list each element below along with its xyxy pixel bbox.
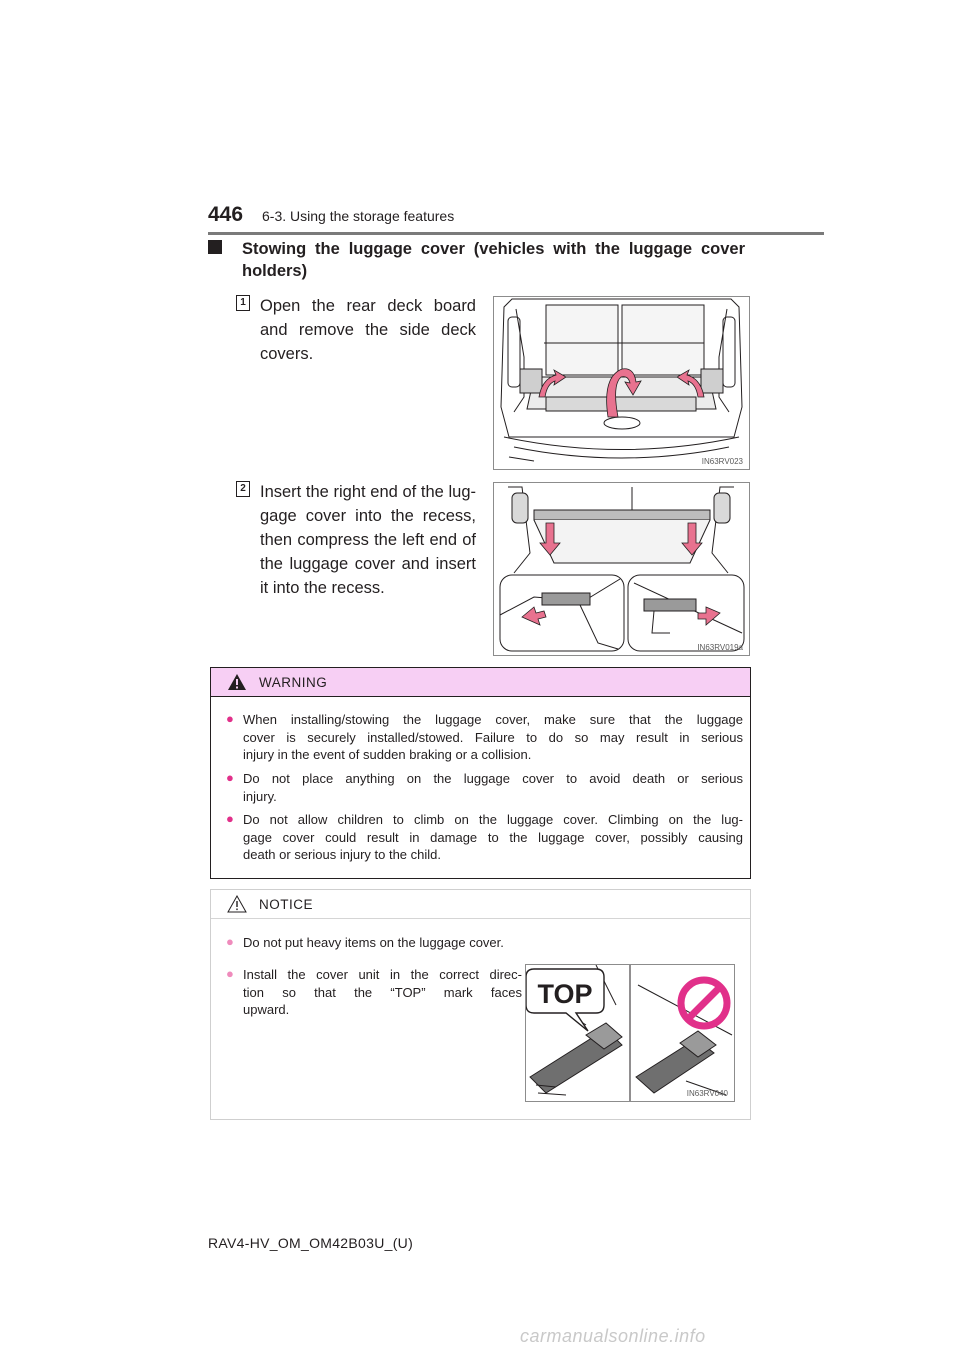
subsection-heading-line2: holders) xyxy=(242,262,308,280)
warning-item-3: Do not allow children to climb on the lu… xyxy=(243,811,743,864)
step-2-line: Insert the right end of the lug- xyxy=(260,483,476,501)
notice-header: NOTICE xyxy=(211,890,750,919)
warning-item-1: When installing/stowing the luggage cove… xyxy=(243,711,743,764)
top-mark-illustration: TOP xyxy=(525,964,733,1101)
warning-line: injury. xyxy=(243,788,277,804)
document-code: RAV4-HV_OM_OM42B03U_(U) xyxy=(208,1235,414,1251)
notice-line: upward. xyxy=(243,1002,290,1017)
heading-square-icon xyxy=(208,240,222,254)
warning-line: Do not allow children to climb on the lu… xyxy=(243,812,743,827)
step-number-2: 2 xyxy=(236,481,250,497)
warning-line: gage cover could result in damage to the… xyxy=(243,829,743,845)
warning-line: Do not place anything on the luggage cov… xyxy=(243,771,743,786)
bullet-icon: ● xyxy=(226,934,234,949)
warning-line: cover is securely installed/stowed. Fail… xyxy=(243,729,743,745)
section-title: 6-3. Using the storage features xyxy=(262,208,455,224)
step-1-line: and remove the side deck xyxy=(260,321,476,339)
warning-item-2: Do not place anything on the luggage cov… xyxy=(243,770,743,805)
notice-item-1: Do not put heavy items on the luggage co… xyxy=(243,934,743,952)
page-number: 446 xyxy=(208,203,244,226)
warning-line: injury in the event of sudden braking or… xyxy=(243,747,532,762)
warning-title: WARNING xyxy=(259,675,328,690)
header-rule xyxy=(208,232,824,235)
notice-line: Do not put heavy items on the luggage co… xyxy=(243,935,504,950)
step-2-line: the luggage cover and insert xyxy=(260,555,476,573)
bullet-icon: ● xyxy=(226,711,234,726)
figure-code: IN63RV023 xyxy=(701,457,743,466)
subsection-heading-line1: Stowing the luggage cover (vehicles with… xyxy=(242,240,745,258)
figure-rear-deck: IN63RV023 xyxy=(493,296,750,470)
luggage-cover-illustration xyxy=(499,486,745,652)
bullet-icon: ● xyxy=(226,770,234,785)
notice-line: Install the cover unit in the correct di… xyxy=(243,967,522,982)
notice-box: NOTICE ● Do not put heavy items on the l… xyxy=(210,889,751,1120)
step-number-1: 1 xyxy=(236,295,250,311)
top-label: TOP xyxy=(537,979,592,1009)
bullet-icon: ● xyxy=(226,966,234,981)
watermark: carmanualsonline.info xyxy=(520,1326,706,1346)
figure-code: IN63RV019a xyxy=(697,643,743,652)
notice-title: NOTICE xyxy=(259,897,314,912)
step-1-line: covers. xyxy=(260,345,314,363)
warning-line: death or serious injury to the child. xyxy=(243,847,441,862)
prohibition-icon xyxy=(677,976,731,1030)
notice-item-2: Install the cover unit in the correct di… xyxy=(243,966,522,1019)
warning-header: WARNING xyxy=(211,668,750,697)
figure-code: IN63RV040 xyxy=(686,1089,728,1098)
step-2-text: Insert the right end of the lug- gage co… xyxy=(260,480,476,600)
warning-triangle-icon xyxy=(228,674,246,690)
step-2-line: it into the recess. xyxy=(260,579,385,597)
step-2-line: gage cover into the recess, xyxy=(260,507,476,525)
figure-top-mark: TOP IN63RV040 xyxy=(525,964,735,1102)
bullet-icon: ● xyxy=(226,811,234,826)
figure-luggage-cover-insert: IN63RV019a xyxy=(493,482,750,656)
warning-box: WARNING ● When installing/stowing the lu… xyxy=(210,667,751,879)
step-2-line: then compress the left end of xyxy=(260,531,476,549)
rear-deck-illustration xyxy=(500,298,743,462)
step-1-line: Open the rear deck board xyxy=(260,297,476,315)
notice-line: tion so that the “TOP” mark faces xyxy=(243,984,522,1000)
notice-triangle-icon xyxy=(227,895,247,913)
step-1-text: Open the rear deck board and remove the … xyxy=(260,294,476,366)
warning-line: When installing/stowing the luggage cove… xyxy=(243,712,743,727)
